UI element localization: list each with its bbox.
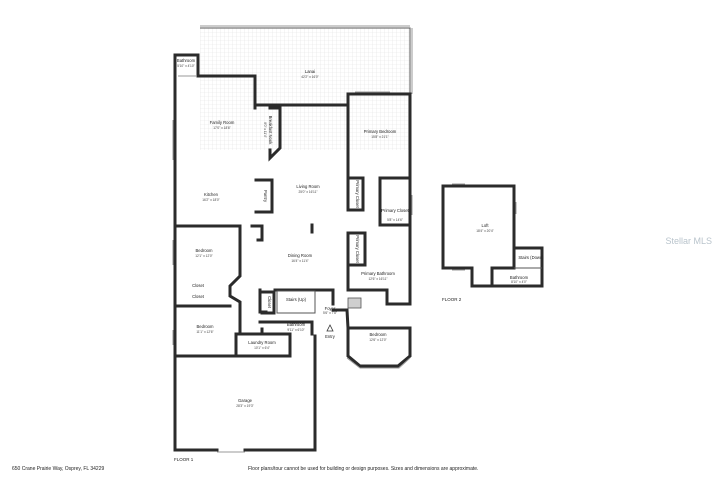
primary-bedroom-name: Primary Bedroom xyxy=(364,129,397,134)
entry-name: Entry xyxy=(325,334,336,339)
family-room-name: Family Room xyxy=(210,120,235,125)
bathroom-center-name: Bathroom xyxy=(287,322,306,327)
breakfast-nook-name: Breakfast Nook xyxy=(268,116,273,146)
kitchen-name: Kitchen xyxy=(204,192,219,197)
bathroom-f2-name: Bathroom xyxy=(510,275,529,280)
bathroom-nw-name: Bathroom xyxy=(177,58,196,63)
living-room-name: Living Room xyxy=(296,184,320,189)
bathroom-center-dim: 9'11" x 6'10" xyxy=(287,328,304,332)
room-labels: Bathroom 5'10" x 4'10" Lanai 42'2" x 16'… xyxy=(174,58,544,462)
primary-closet-2-name: Primary Closet xyxy=(381,208,409,213)
lanai-area xyxy=(200,28,410,150)
foyer-dim: 5'6" x 7'8" xyxy=(323,311,337,315)
primary-closet-3-name: Primary Closet xyxy=(355,235,360,263)
kitchen-dim: 16'2" x 18'0" xyxy=(202,198,219,202)
disclaimer-text: Floor plans/tour cannot be used for buil… xyxy=(248,466,479,472)
lanai-name: Lanai xyxy=(305,69,315,74)
floor-1-plan xyxy=(172,25,413,453)
primary-closet-1-name: Primary Closet xyxy=(355,180,360,208)
dining-room-dim: 16'4" x 11'4" xyxy=(291,259,308,263)
laundry-room-dim: 10'1" x 6'4" xyxy=(254,346,270,350)
bedroom-2-name: Bedroom xyxy=(197,324,215,329)
bedroom-2-dim: 11'1" x 12'6" xyxy=(196,330,213,334)
entry-arrow-icon xyxy=(326,324,334,332)
floor-1-label: FLOOR 1 xyxy=(174,457,194,462)
living-room-dim: 25'0" x 16'11" xyxy=(298,190,317,194)
floor-2-plan xyxy=(441,183,544,288)
bathroom-nw-dim: 5'10" x 4'10" xyxy=(177,64,194,68)
breakfast-nook-dim: 8'0" x 11'4" xyxy=(263,122,267,137)
lanai-dim: 42'2" x 16'0" xyxy=(301,75,318,79)
bedroom-3-dim: 12'6" x 12'0" xyxy=(369,338,386,342)
foyer-tile xyxy=(347,297,362,309)
bedroom-1-name: Bedroom xyxy=(196,248,214,253)
dining-room-name: Dining Room xyxy=(288,253,313,258)
property-address: 650 Crane Prairie Way, Osprey, FL 34229 xyxy=(12,466,105,472)
floor-2-label: FLOOR 2 xyxy=(442,297,462,302)
stairs-down-name: Stairs (Down) xyxy=(518,255,544,260)
closet-1-name: Closet xyxy=(192,283,205,288)
foyer-name: Foyer xyxy=(325,306,336,311)
garage-name: Garage xyxy=(238,398,253,403)
loft-name: Loft xyxy=(482,223,490,228)
primary-bedroom-dim: 15'8" x 21'1" xyxy=(371,135,388,139)
bedroom-3-name: Bedroom xyxy=(370,332,388,337)
stairs-up-name: Stairs (Up) xyxy=(286,297,307,302)
pantry-name: Pantry xyxy=(263,190,268,203)
bedroom-1-dim: 12'1" x 12'0" xyxy=(195,254,212,258)
loft-dim: 18'4" x 20'4" xyxy=(476,229,493,233)
closet-2-name: Closet xyxy=(192,294,205,299)
primary-bathroom-name: Primary Bathroom xyxy=(361,271,395,276)
mls-watermark: Stellar MLS xyxy=(665,236,712,246)
garage-dim: 28'3" x 19'3" xyxy=(236,404,253,408)
family-room-dim: 17'0" x 18'6" xyxy=(213,126,230,130)
primary-closet-2-dim: 5'8" x 14'6" xyxy=(387,218,403,222)
bathroom-f2-dim: 8'10" x 4'0" xyxy=(511,280,527,284)
primary-bathroom-dim: 12'6" x 16'11" xyxy=(368,277,387,281)
laundry-room-name: Laundry Room xyxy=(248,340,276,345)
closet-3-name: Closet xyxy=(267,296,272,309)
